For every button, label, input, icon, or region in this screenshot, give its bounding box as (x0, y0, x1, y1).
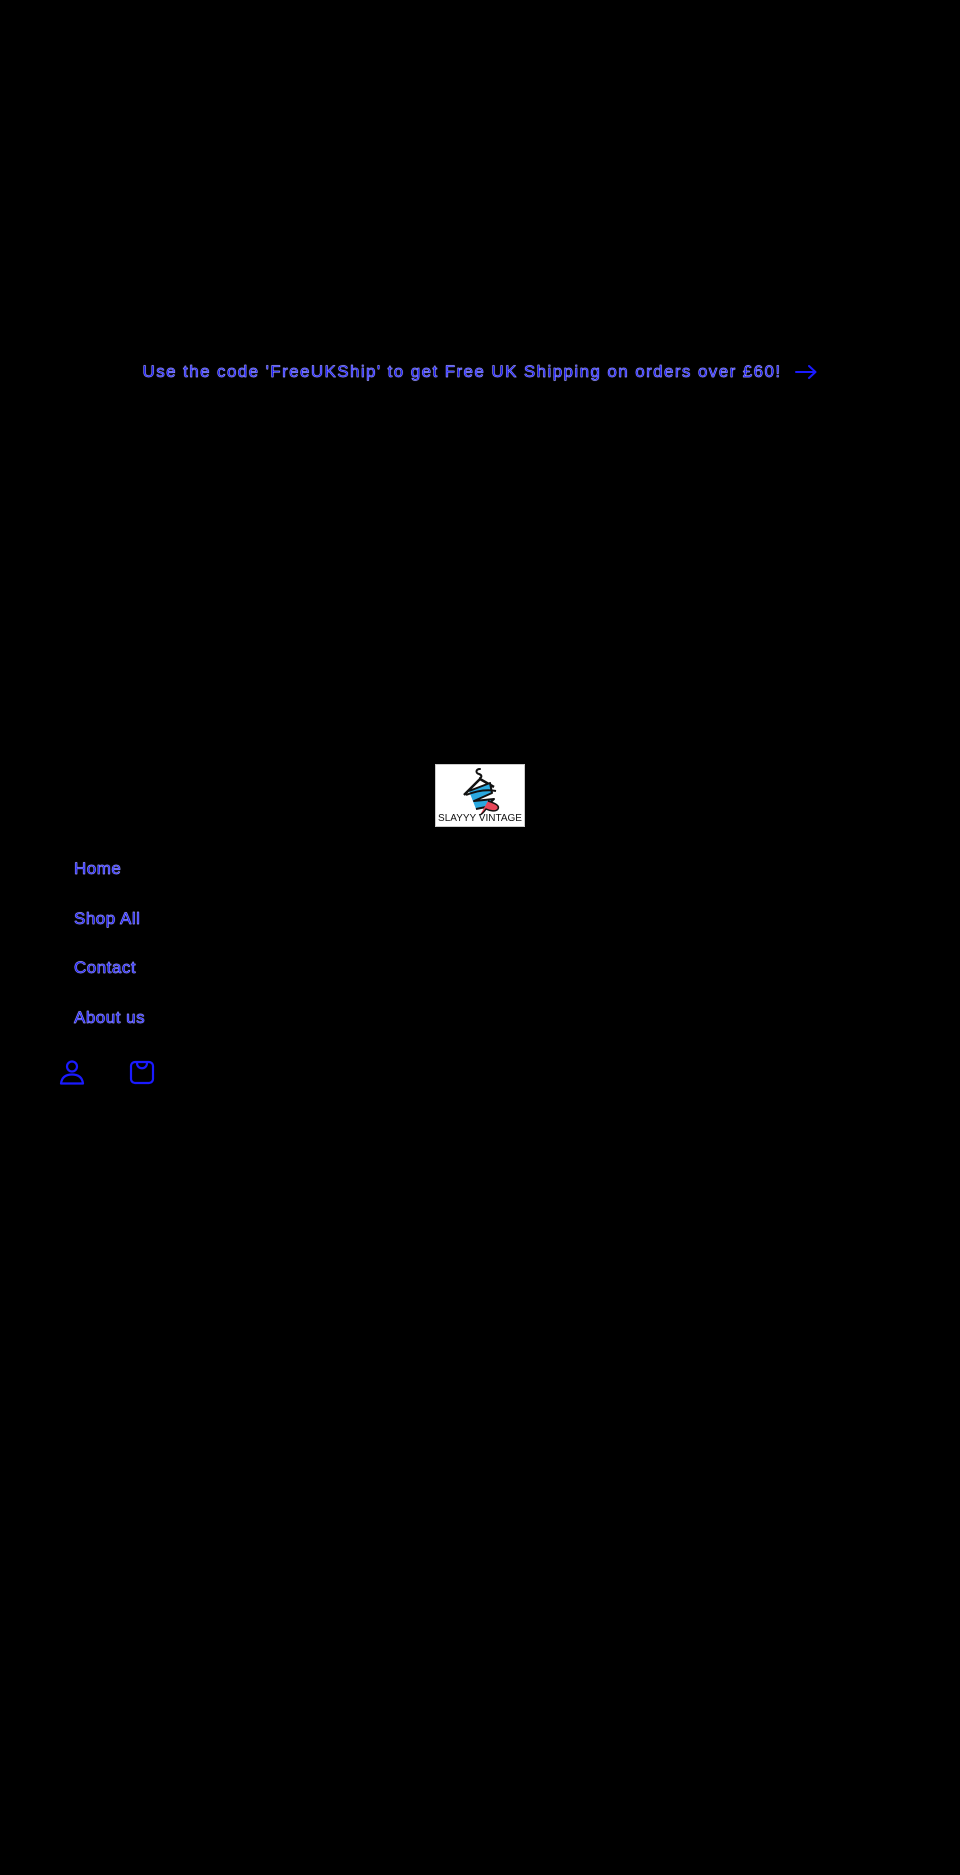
nav-item-label: Home (74, 859, 122, 878)
nav-item-label: Contact (74, 958, 137, 977)
logo-caption: SLAYYY VINTAGE (438, 813, 522, 824)
nav-item-label: Shop All (74, 908, 141, 928)
nav-item-label: About us (74, 1007, 146, 1027)
cart-button[interactable] (127, 1057, 157, 1087)
nav-item-shop-all[interactable]: Shop All (74, 908, 474, 958)
announcement-text: Use the code 'FreeUKShip' to get Free UK… (142, 362, 782, 381)
cart-icon (129, 1060, 155, 1085)
account-icon (59, 1060, 85, 1085)
announcement-bar: Use the code 'FreeUKShip' to get Free UK… (0, 360, 960, 384)
arrow-right-icon (795, 365, 817, 379)
main-navigation: Home Shop All Contact About us (74, 858, 474, 1056)
header-icons (57, 1057, 157, 1087)
account-button[interactable] (57, 1057, 87, 1087)
store-logo[interactable]: SLAYYY VINTAGE (435, 764, 525, 827)
hanger-logo-icon (463, 768, 500, 816)
nav-item-contact[interactable]: Contact (74, 957, 474, 1007)
nav-item-home[interactable]: Home (74, 858, 474, 908)
announcement-link[interactable]: Use the code 'FreeUKShip' to get Free UK… (142, 362, 818, 382)
nav-item-about-us[interactable]: About us (74, 1007, 474, 1057)
